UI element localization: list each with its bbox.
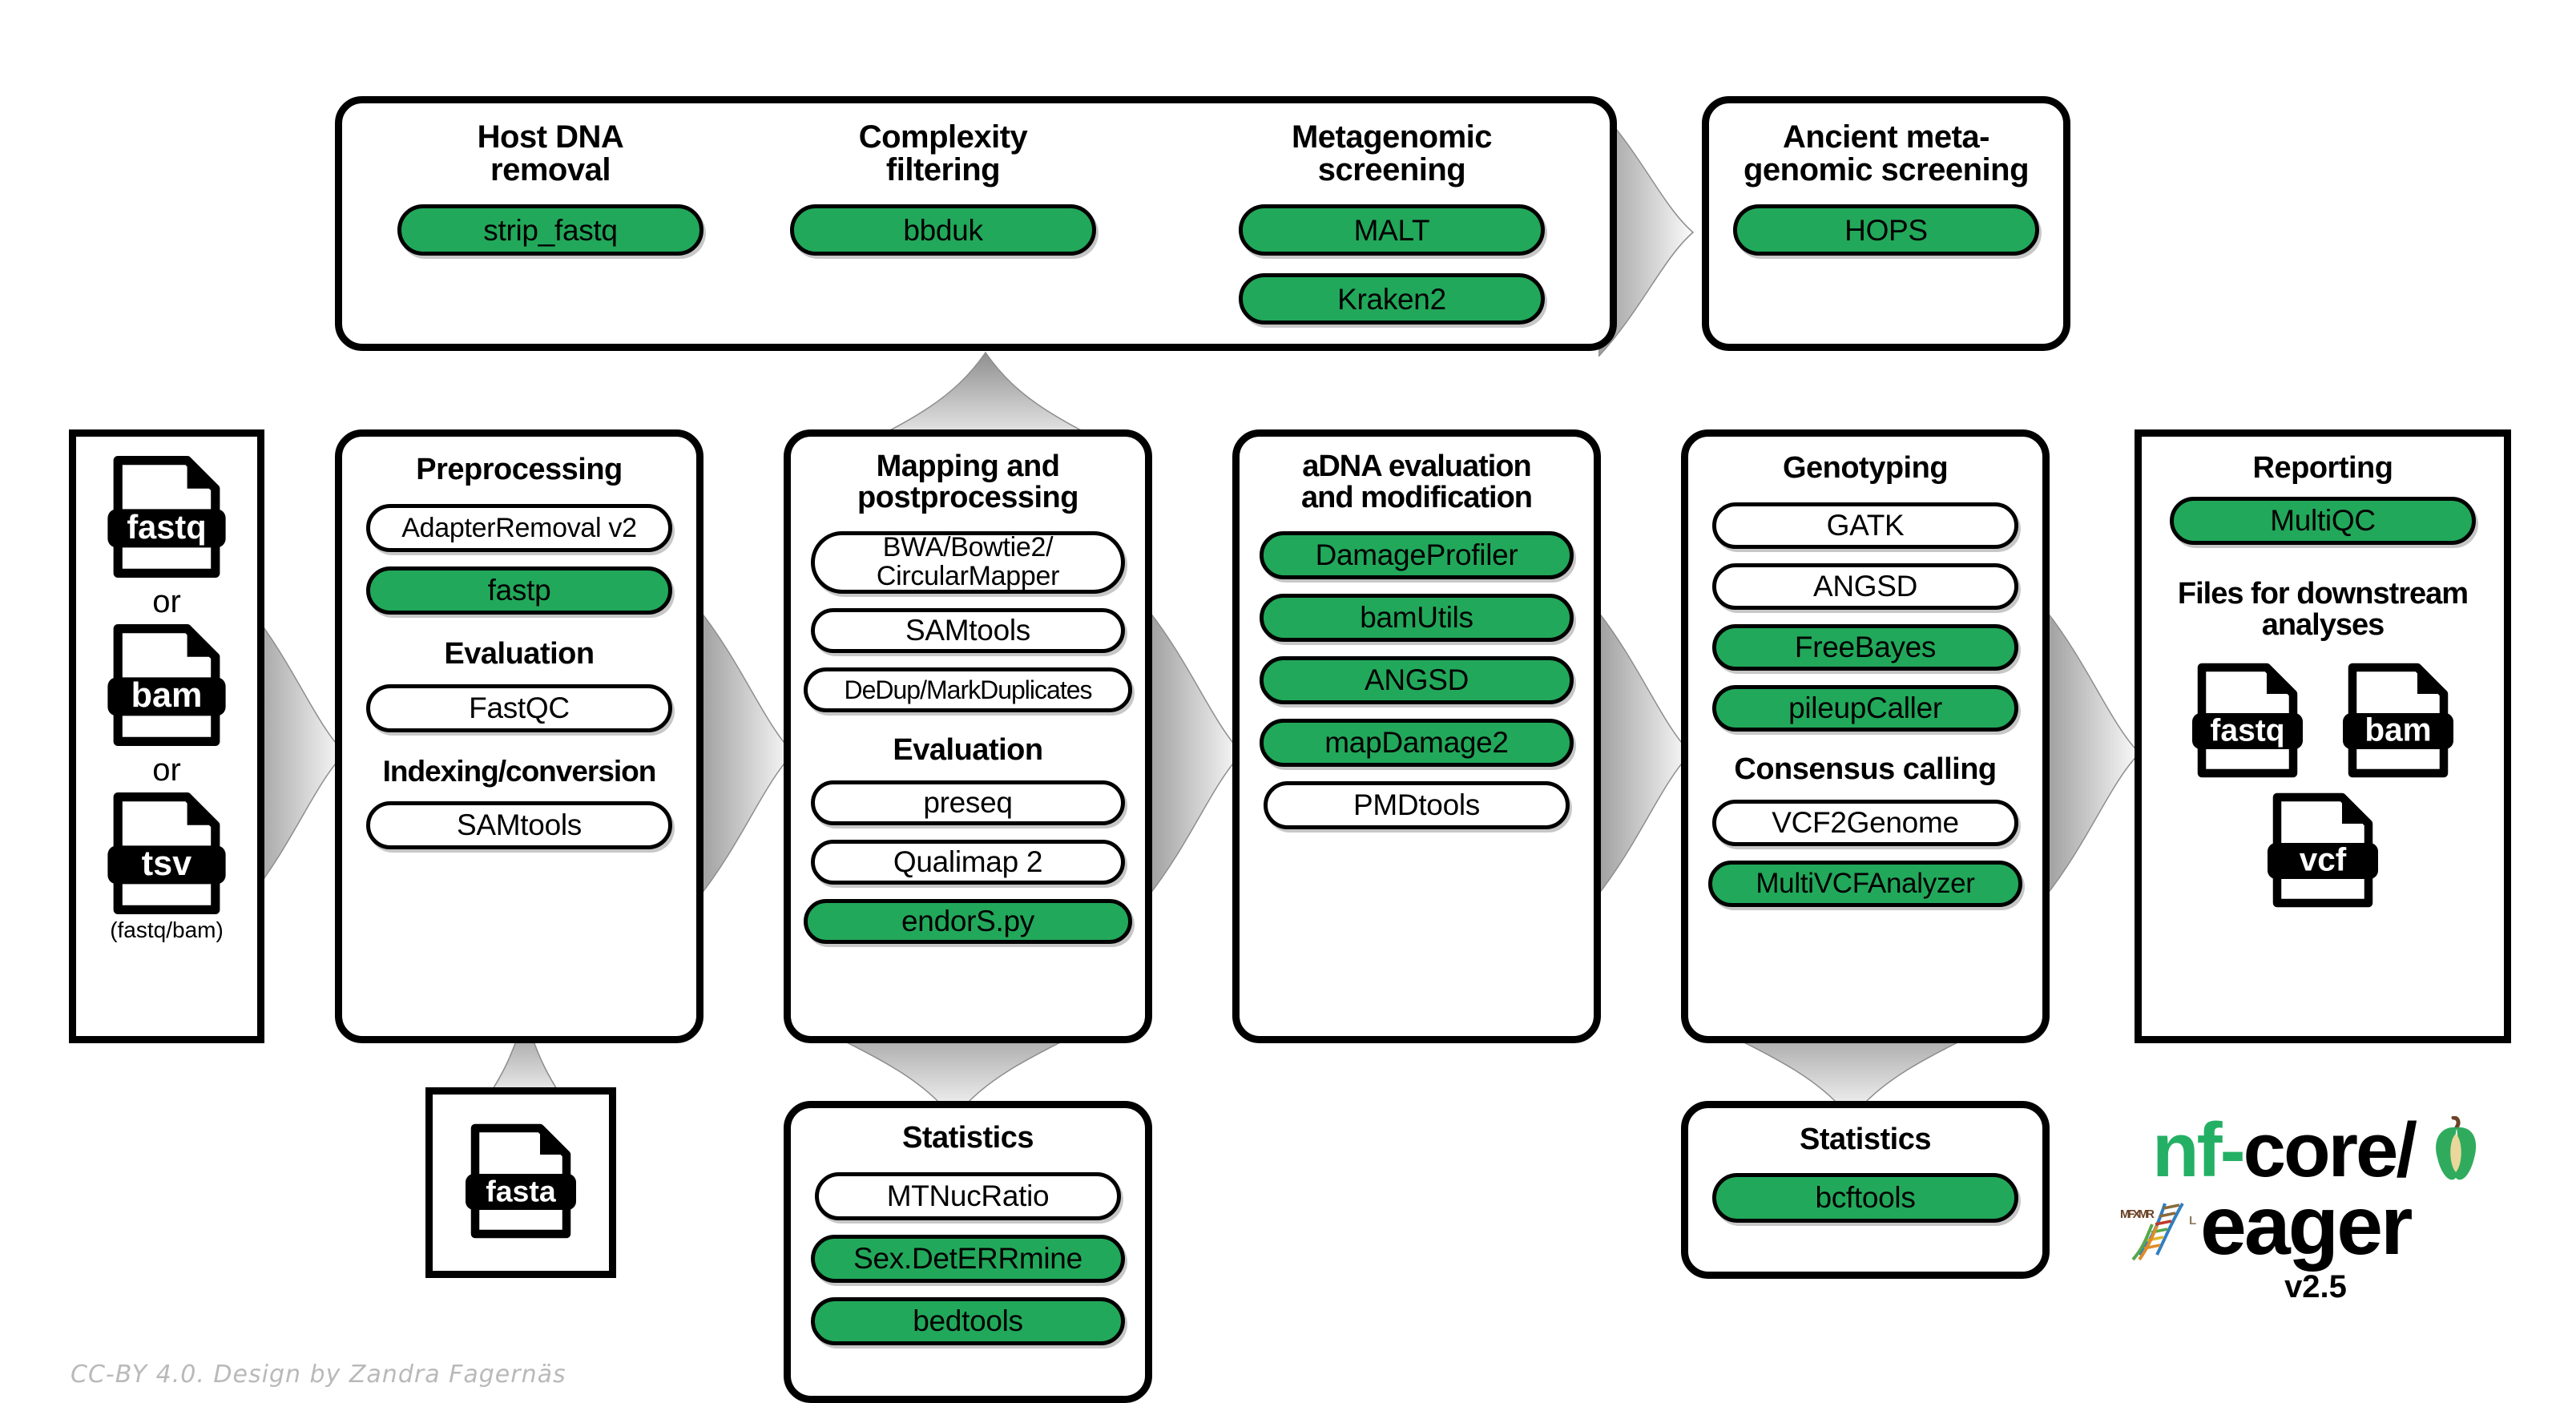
genotyping-panel: Genotyping GATK ANGSD FreeBayes pileupCa… [1681,429,2050,1043]
tool-pill[interactable]: bcftools [1712,1173,2018,1224]
tool-pill[interactable]: GATK [1712,502,2018,549]
bam-file-icon: bam [103,621,231,749]
svg-text:bam: bam [131,676,203,715]
svg-text:MFXMR: MFXMR [2120,1207,2155,1221]
nf-core-eager-logo: nf-core/ MFXMR L [2115,1112,2516,1305]
ancient-screening-panel: Ancient meta- genomic screening HOPS [1702,96,2070,351]
svg-text:L: L [2189,1214,2196,1228]
tool-pill[interactable]: FreeBayes [1712,624,2018,671]
reporting-panel: Reporting MultiQC Files for downstream a… [2135,429,2511,1043]
svg-text:vcf: vcf [2300,841,2347,878]
genotyping-subtitle: Consensus calling [1734,752,1997,786]
arrow-genotyping-to-reporting [2045,609,2141,897]
tool-pill[interactable]: fastp [366,566,672,615]
tool-pill[interactable]: bedtools [811,1297,1125,1345]
logo-core-text: core/ [2243,1107,2417,1193]
dna-helix-icon: MFXMR L [2115,1189,2211,1263]
mapping-title: Mapping and postprocessing [857,450,1078,515]
fastq-file-icon: fastq [103,453,231,581]
credit-text: CC-BY 4.0. Design by Zandra Fagernäs [71,1361,566,1389]
svg-text:fasta: fasta [486,1175,557,1208]
preprocessing-title: Preprocessing [416,453,623,486]
logo-dash: - [2219,1107,2246,1193]
screening-group-title: Host DNA removal [477,119,624,188]
tool-pill[interactable]: SAMtools [811,608,1125,653]
preprocessing-subtitle: Evaluation [444,637,595,671]
screening-group-title: Complexity filtering [858,119,1028,188]
input-note: (fastq/bam) [110,917,224,942]
bam-file-icon: bam [2338,660,2458,780]
reporting-title: Reporting [2252,451,2393,485]
or-label: or [152,752,181,788]
tool-pill[interactable]: DamageProfiler [1260,531,1574,579]
tool-pill[interactable]: DeDup/MarkDuplicates [804,667,1132,712]
screening-group-title: Metagenomic screening [1291,119,1493,188]
tool-pill[interactable]: MTNucRatio [815,1172,1121,1220]
ancient-screening-title: Ancient meta- genomic screening [1743,119,2030,188]
arrow-input-to-preprocessing [250,609,346,897]
tool-pill[interactable]: MALT [1239,204,1545,256]
tool-pill[interactable]: FastQC [366,684,672,733]
mapping-panel: Mapping and postprocessing BWA/Bowtie2/ … [784,429,1152,1043]
mapping-subtitle: Evaluation [893,733,1043,767]
tool-pill[interactable]: ANGSD [1260,656,1574,704]
fastq-file-icon: fastq [2187,660,2308,780]
input-files-panel: fastq or bam or tsv [69,429,264,1043]
preprocessing-panel: Preprocessing AdapterRemoval v2 fastp Ev… [335,429,703,1043]
statistics-genotyping-title: Statistics [1800,1123,1931,1156]
genotyping-title: Genotyping [1782,451,1949,485]
logo-line-2: MFXMR L eager [2115,1184,2516,1268]
svg-text:fastq: fastq [2210,714,2284,748]
arrow-screening-to-ancient [1598,108,1695,357]
tool-pill[interactable]: HOPS [1733,204,2039,256]
tool-pill[interactable]: Qualimap 2 [811,840,1125,885]
adna-panel: aDNA evaluation and modification DamageP… [1232,429,1601,1043]
adna-title: aDNA evaluation and modification [1301,450,1533,515]
tool-pill[interactable]: MultiVCFAnalyzer [1708,861,2022,908]
screening-panel: Host DNA removal strip_fastq Complexity … [335,96,1617,351]
arrow-mapping-to-adna [1147,609,1244,897]
statistics-mapping-title: Statistics [902,1121,1034,1155]
arrow-adna-to-genotyping [1596,609,1692,897]
statistics-mapping-panel: Statistics MTNucRatio Sex.DetERRmine bed… [784,1101,1152,1403]
tool-pill[interactable]: preseq [811,780,1125,826]
tool-pill[interactable]: bamUtils [1260,594,1574,642]
tool-pill[interactable]: MultiQC [2170,497,2476,546]
tool-pill[interactable]: strip_fastq [397,204,703,256]
tool-pill[interactable]: PMDtools [1264,781,1570,829]
apple-core-icon [2421,1115,2479,1185]
logo-version: v2.5 [2284,1269,2347,1304]
tool-pill[interactable]: BWA/Bowtie2/ CircularMapper [811,531,1125,594]
tool-pill[interactable]: bbduk [790,204,1096,256]
tool-pill[interactable]: SAMtools [366,801,672,850]
tool-pill[interactable]: pileupCaller [1712,685,2018,732]
tool-pill[interactable]: AdapterRemoval v2 [366,504,672,552]
tsv-file-icon: tsv [103,789,231,917]
svg-text:fastq: fastq [127,508,206,546]
logo-eager-text: eager [2200,1179,2413,1272]
fasta-file-icon: fasta [461,1121,581,1241]
tool-pill[interactable]: endorS.py [804,899,1132,945]
preprocessing-subtitle: Indexing/conversion [382,755,657,788]
svg-text:bam: bam [2364,712,2431,748]
tool-pill[interactable]: Kraken2 [1239,273,1545,325]
logo-line-1: nf-core/ [2115,1112,2516,1189]
downstream-title: Files for downstream analyses [2177,577,2469,643]
tool-pill[interactable]: Sex.DetERRmine [811,1235,1125,1283]
tool-pill[interactable]: VCF2Genome [1712,800,2018,847]
tool-pill[interactable]: mapDamage2 [1260,719,1574,767]
logo-nf-text: nf [2151,1107,2223,1193]
tool-pill[interactable]: ANGSD [1712,563,2018,610]
svg-text:tsv: tsv [142,845,191,883]
reference-panel: fasta [425,1087,616,1278]
or-label: or [152,584,181,619]
vcf-file-icon: vcf [2263,790,2383,910]
arrow-preprocessing-to-mapping [699,609,795,897]
statistics-genotyping-panel: Statistics bcftools [1681,1101,2050,1279]
